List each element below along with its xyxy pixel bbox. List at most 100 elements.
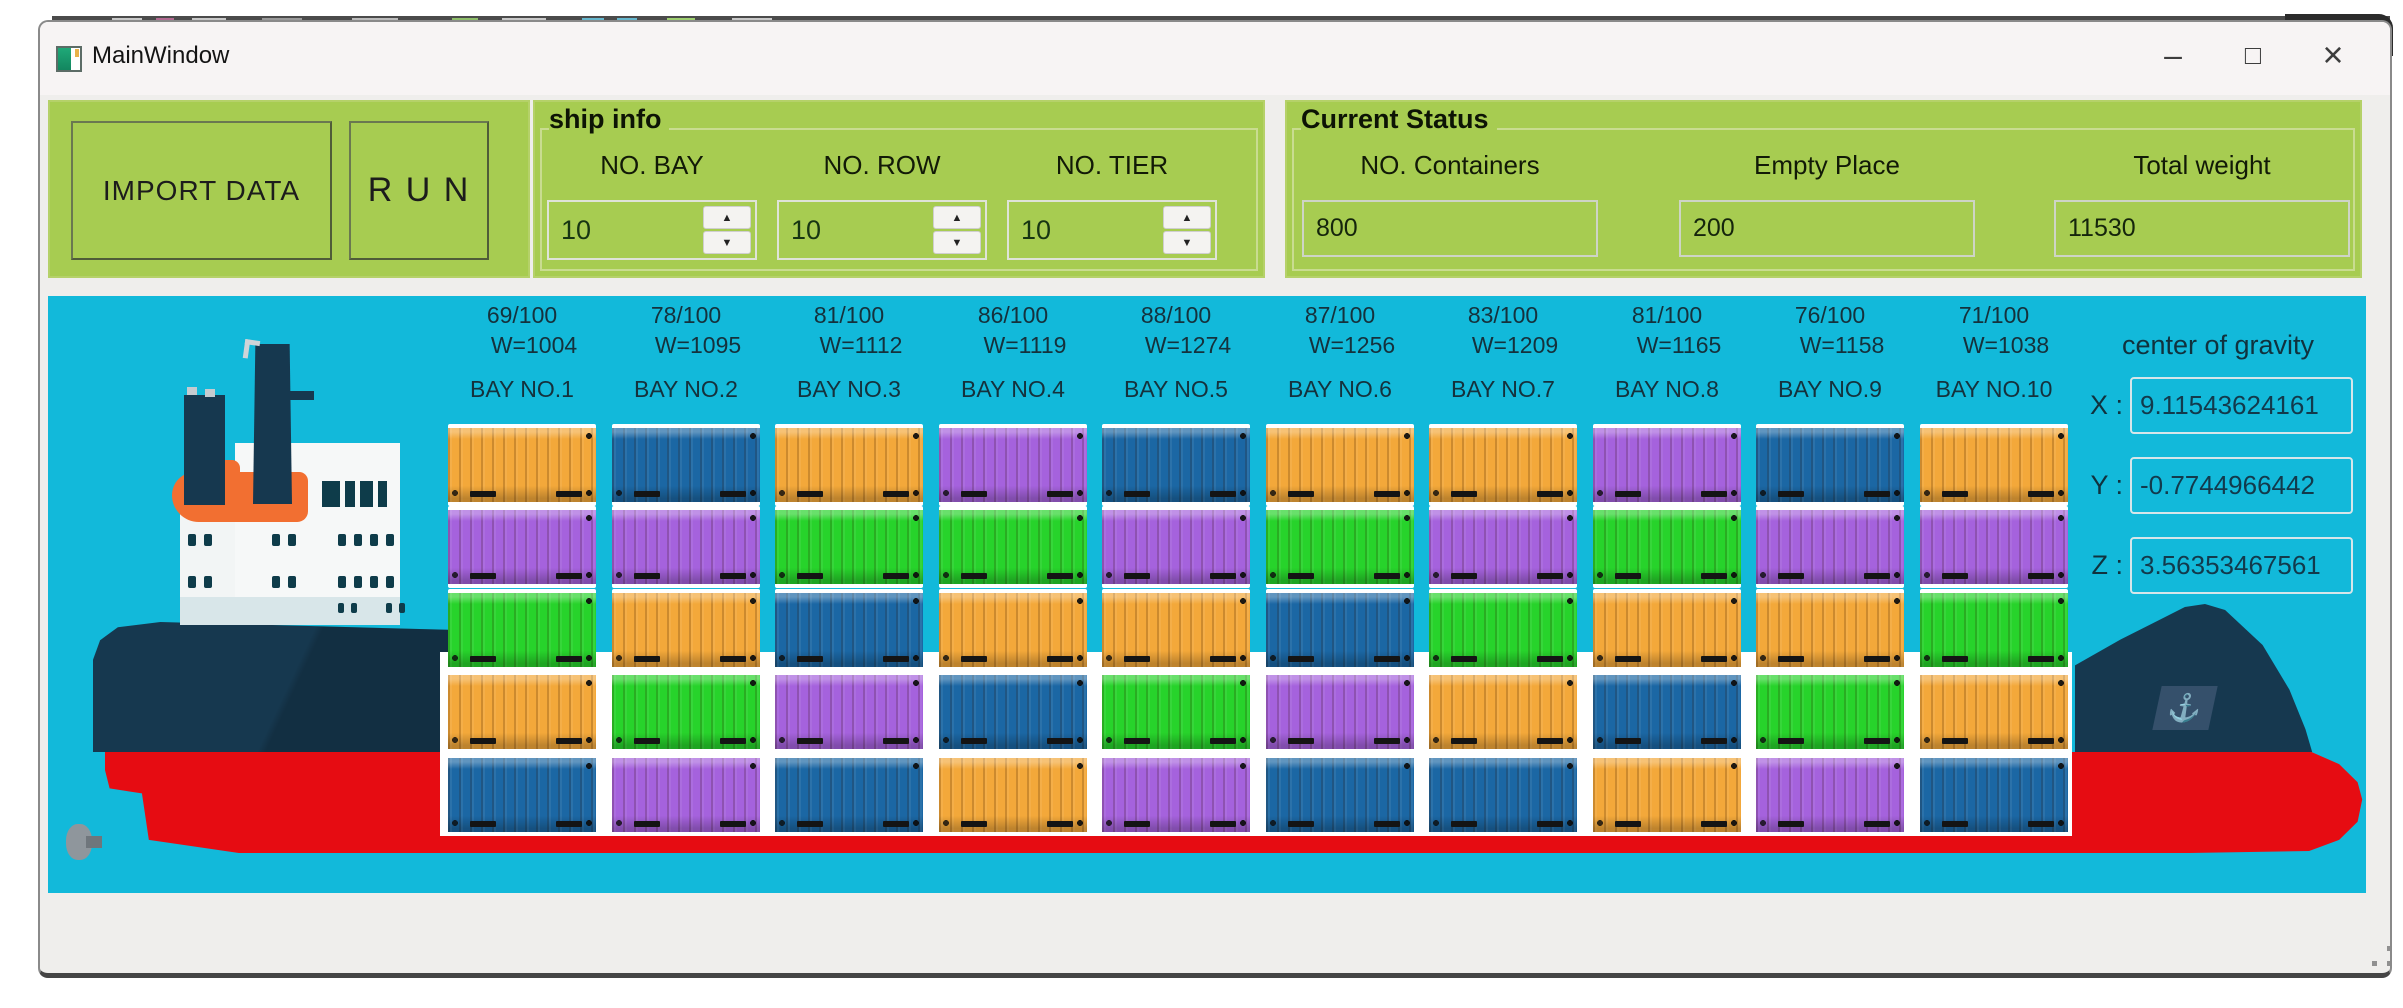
empty-place-field[interactable]: 200 [1679,200,1975,257]
no-tier-spinbox[interactable]: 10 ▲ ▼ [1007,200,1217,260]
container [1920,506,2068,588]
bay-occupancy-label: 87/100 [1304,302,1376,328]
maximize-icon[interactable]: □ [2244,40,2262,70]
bay-name-label: BAY NO.7 [1451,376,1555,402]
bay-weight-label: W=1004 [490,332,578,358]
container [1920,671,2068,753]
porthole-row [188,534,196,546]
main-window: MainWindow – □ × IMPORT DATA R U N ship … [38,20,2392,978]
container [1593,754,1741,836]
ship-stern-hull [93,622,448,752]
cog-x-field[interactable]: 9.11543624161 [2130,377,2353,434]
no-tier-value: 10 [1021,215,1052,245]
container [1429,754,1577,836]
container [939,506,1087,588]
container [1429,589,1577,671]
bay-weight-label: W=1256 [1308,332,1396,358]
container [1266,424,1414,506]
container [1266,589,1414,671]
group-frame [540,128,1258,271]
bay-occupancy-label: 69/100 [486,302,558,328]
bay-name-label: BAY NO.3 [797,376,901,402]
bay-name-label: BAY NO.5 [1124,376,1228,402]
no-bay-spinbox[interactable]: 10 ▲ ▼ [547,200,757,260]
bay-name-label: BAY NO.6 [1288,376,1392,402]
bay-name-label: BAY NO.4 [961,376,1065,402]
no-row-spinbox[interactable]: 10 ▲ ▼ [777,200,987,260]
spin-up-icon[interactable]: ▲ [703,206,751,229]
no-bay-label: NO. BAY [600,150,704,180]
cog-x-label: X : [2089,390,2123,420]
container [939,424,1087,506]
container [1756,754,1904,836]
container [612,589,760,671]
bay-name-label: BAY NO.2 [634,376,738,402]
spinner-buttons: ▲ ▼ [1163,206,1211,254]
container [612,506,760,588]
container [1102,671,1250,753]
no-containers-field[interactable]: 800 [1302,200,1598,257]
container [1429,424,1577,506]
bay-occupancy-label: 76/100 [1794,302,1866,328]
container [1266,506,1414,588]
container [1920,589,2068,671]
no-containers-value: 800 [1316,214,1358,242]
container [939,589,1087,671]
total-weight-field[interactable]: 11530 [2054,200,2350,257]
no-row-label: NO. ROW [823,150,941,180]
no-containers-label: NO. Containers [1360,150,1540,180]
bay-occupancy-label: 83/100 [1467,302,1539,328]
spin-up-icon[interactable]: ▲ [1163,206,1211,229]
bay-name-label: BAY NO.10 [1935,376,2053,402]
container [939,754,1087,836]
bay-name-label: BAY NO.8 [1615,376,1719,402]
spin-down-icon[interactable]: ▼ [1163,231,1211,254]
spin-up-icon[interactable]: ▲ [933,206,981,229]
import-data-button[interactable]: IMPORT DATA [71,121,332,260]
center-of-gravity-title: center of gravity [2121,330,2315,360]
minimize-icon[interactable]: – [2164,37,2182,73]
crane-hook [242,339,261,360]
bay-occupancy-label: 81/100 [1631,302,1703,328]
container [1102,506,1250,588]
container [1756,424,1904,506]
cog-y-label: Y : [2090,470,2123,500]
cog-y-field[interactable]: -0.7744966442 [2130,457,2353,514]
container [775,754,923,836]
group-frame [1292,128,2355,271]
bay-name-label: BAY NO.9 [1778,376,1882,402]
porthole-row [188,576,196,588]
spinner-buttons: ▲ ▼ [933,206,981,254]
total-weight-value: 11530 [2068,214,2136,242]
resize-grip[interactable] [2357,946,2362,951]
window-title: MainWindow [92,42,230,69]
container [1593,424,1741,506]
bay-occupancy-label: 71/100 [1958,302,2030,328]
container [1593,671,1741,753]
container [939,671,1087,753]
cog-z-value: 3.56353467561 [2140,550,2321,580]
superstructure-deck-band [180,597,400,625]
container [1102,754,1250,836]
close-icon[interactable]: × [2322,34,2344,75]
container [612,671,760,753]
container [612,754,760,836]
spin-down-icon[interactable]: ▼ [703,231,751,254]
run-button[interactable]: R U N [349,121,489,260]
app-icon [56,46,82,72]
container [448,589,596,671]
cog-z-label: Z : [2091,550,2124,580]
container [1266,671,1414,753]
spinner-buttons: ▲ ▼ [703,206,751,254]
funnel [184,387,225,505]
cog-z-field[interactable]: 3.56353467561 [2130,537,2353,594]
bay-occupancy-label: 81/100 [813,302,885,328]
title-bar[interactable]: MainWindow – □ × [40,22,2390,95]
container [1429,671,1577,753]
spin-down-icon[interactable]: ▼ [933,231,981,254]
container [448,506,596,588]
bay-weight-label: W=1209 [1471,332,1559,358]
bay-occupancy-label: 86/100 [977,302,1049,328]
bay-occupancy-label: 78/100 [650,302,722,328]
